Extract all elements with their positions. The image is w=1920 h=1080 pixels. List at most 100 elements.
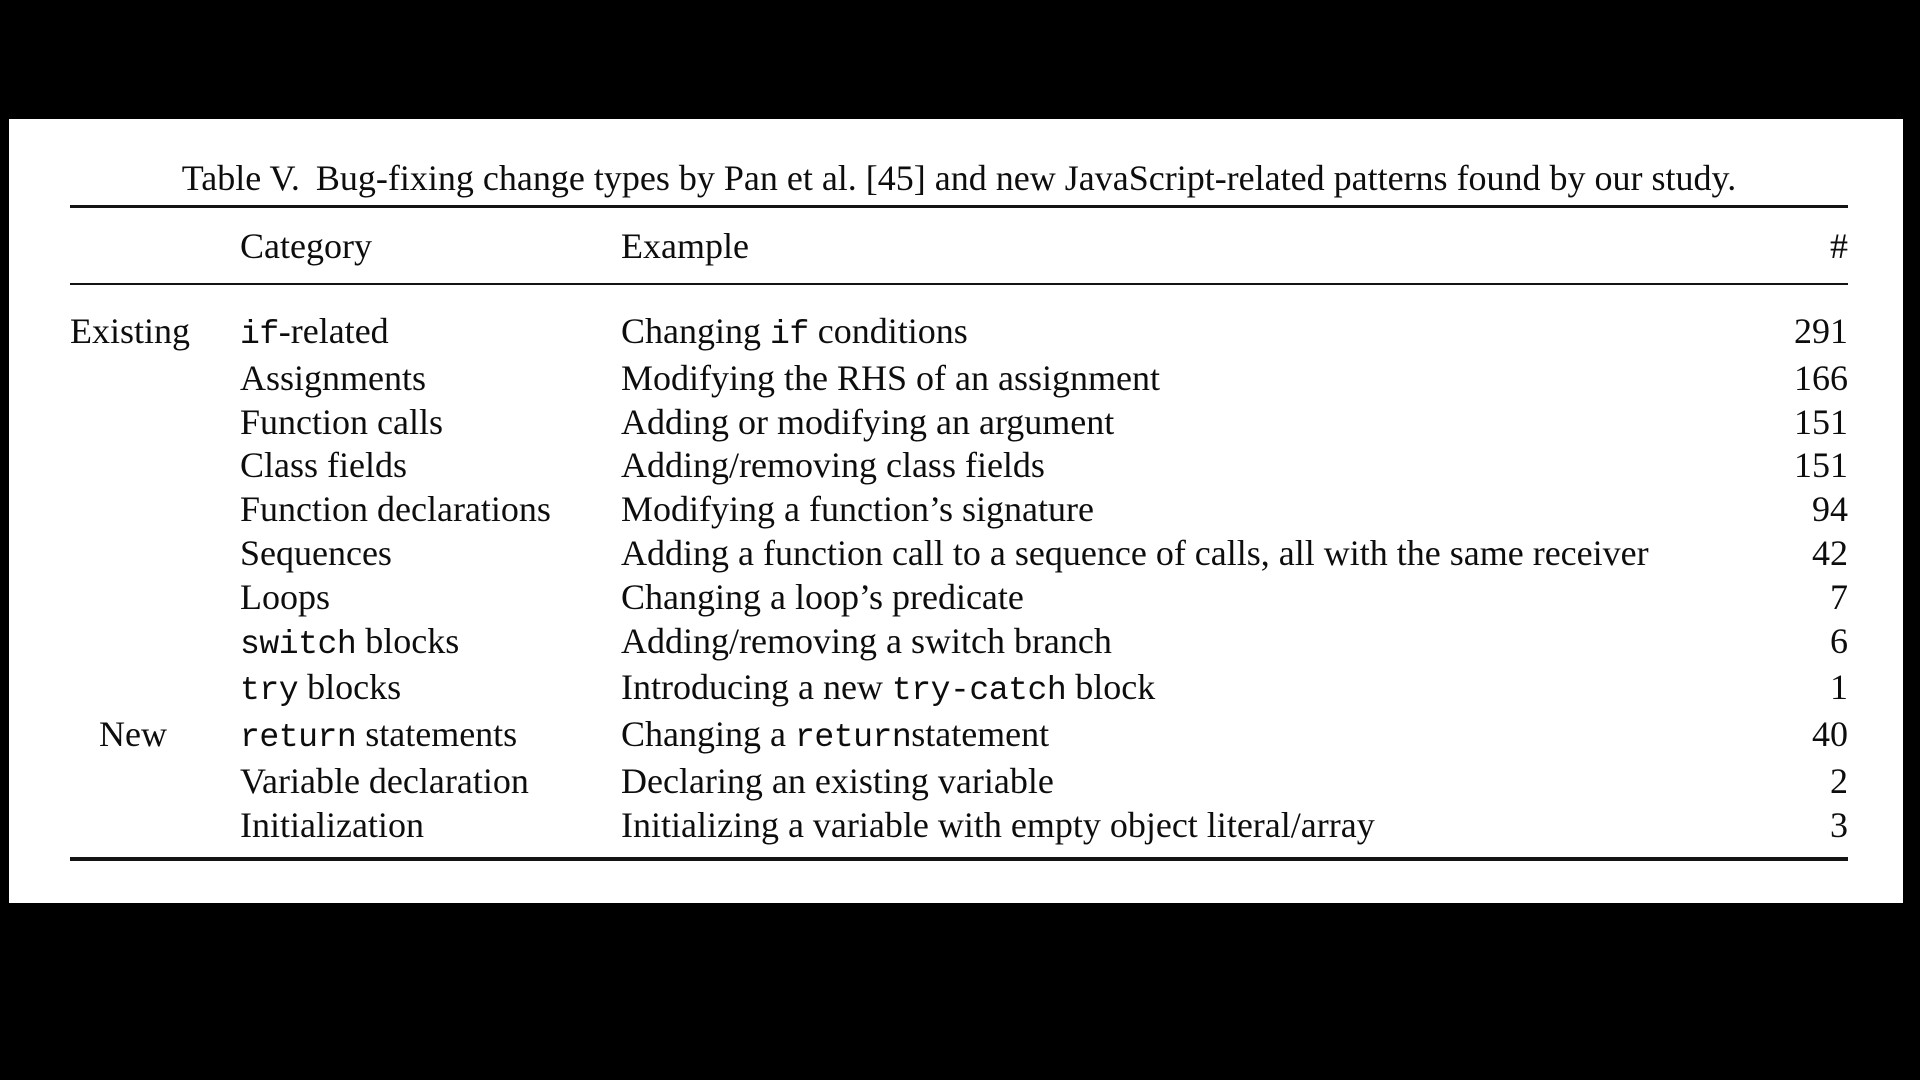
count-cell: 6: [1830, 620, 1848, 661]
plain-text: statement: [911, 714, 1050, 755]
count-cell: 7: [1830, 576, 1848, 617]
group-cell: New: [99, 714, 167, 755]
plain-text: Variable declaration: [240, 760, 529, 801]
plain-text: Changing: [621, 311, 770, 351]
code-text: try-catch: [891, 671, 1067, 710]
table-row: Class fields Adding/removing class fields…: [70, 444, 1848, 488]
bottom-rule: [70, 856, 1848, 861]
caption-label: Table V.: [181, 158, 300, 198]
paper-table-figure: Table V. Bug-fixing change types by Pan e…: [9, 119, 1903, 903]
code-text: if: [770, 315, 809, 353]
plain-text: -related: [278, 311, 389, 351]
code-text: return: [794, 718, 912, 757]
plain-text: Loops: [240, 576, 330, 617]
example-cell: Changing a returnstatement: [621, 713, 1758, 760]
plain-text: Adding/removing a switch branch: [621, 620, 1112, 661]
plain-text: Introducing a new: [621, 667, 892, 708]
group-cell: [70, 532, 240, 576]
plain-text: Initializing a variable with empty objec…: [621, 804, 1375, 845]
count-cell: 42: [1812, 532, 1848, 573]
count-cell: 3: [1830, 804, 1848, 845]
table-header-row: Category Example #: [70, 208, 1848, 283]
caption-text: Bug-fixing change types by Pan et al. [4…: [315, 158, 1737, 198]
code-text: return: [240, 718, 357, 757]
group-cell: [70, 401, 240, 445]
plain-text: Changing a loop’s predicate: [621, 576, 1024, 617]
code-text: switch: [240, 624, 357, 663]
group-cell: [70, 804, 240, 848]
group-cell: [70, 576, 240, 620]
plain-text: block: [1066, 667, 1156, 708]
category-cell: Loops: [240, 576, 621, 620]
code-text: try: [240, 671, 299, 710]
plain-text: Modifying a function’s signature: [621, 489, 1094, 530]
count-column-header: #: [1830, 225, 1848, 266]
plain-text: Class fields: [240, 445, 407, 486]
count-cell: 166: [1794, 357, 1848, 398]
category-cell: if-related: [240, 310, 621, 357]
plain-text: Assignments: [240, 357, 427, 398]
category-cell: Function calls: [240, 401, 621, 445]
plain-text: Adding a function call to a sequence of …: [621, 532, 1649, 573]
example-cell: Modifying the RHS of an assignment: [621, 357, 1758, 401]
plain-text: conditions: [808, 311, 968, 351]
plain-text: statements: [356, 714, 518, 755]
group-cell: [70, 666, 240, 713]
table-row: Variable declaration Declaring an existin…: [70, 760, 1848, 804]
group-cell: [70, 620, 240, 667]
plain-text: blocks: [356, 620, 460, 661]
example-cell: Adding or modifying an argument: [621, 401, 1758, 445]
example-column-header: Example: [621, 225, 749, 266]
table-row: Function declarations Modifying a functio…: [70, 488, 1848, 532]
example-cell: Modifying a function’s signature: [621, 488, 1758, 532]
group-cell: [70, 444, 240, 488]
plain-text: Function declarations: [240, 489, 551, 530]
count-cell: 291: [1794, 311, 1848, 351]
table-caption: Table V. Bug-fixing change types by Pan e…: [70, 153, 1848, 203]
table-row: Function calls Adding or modifying an arg…: [70, 401, 1848, 445]
group-cell: [70, 760, 240, 804]
example-cell: Introducing a new try-catch block: [621, 666, 1758, 713]
plain-text: Adding or modifying an argument: [621, 401, 1115, 442]
plain-text: blocks: [298, 667, 402, 708]
count-cell: 94: [1812, 489, 1848, 530]
count-cell: 151: [1794, 401, 1848, 442]
plain-text: Declaring an existing variable: [621, 760, 1054, 801]
category-cell: Function declarations: [240, 488, 621, 532]
example-cell: Adding/removing class fields: [621, 444, 1758, 488]
count-cell: 40: [1812, 714, 1848, 755]
group-cell: [70, 357, 240, 401]
category-cell: Assignments: [240, 357, 621, 401]
category-cell: switch blocks: [240, 620, 621, 667]
table-row: Loops Changing a loop’s predicate 7: [70, 576, 1848, 620]
example-cell: Changing if conditions: [621, 310, 1758, 357]
category-column-header: Category: [240, 225, 372, 266]
group-cell: [70, 488, 240, 532]
example-cell: Adding a function call to a sequence of …: [621, 532, 1758, 576]
example-cell: Adding/removing a switch branch: [621, 620, 1758, 667]
example-cell: Changing a loop’s predicate: [621, 576, 1758, 620]
plain-text: Adding/removing class fields: [621, 445, 1045, 486]
category-cell: try blocks: [240, 666, 621, 713]
table-row: Assignments Modifying the RHS of an assig…: [70, 357, 1848, 401]
plain-text: Modifying the RHS of an assignment: [621, 357, 1160, 398]
count-cell: 151: [1794, 445, 1848, 486]
category-cell: Initialization: [240, 804, 621, 848]
header-rule: [70, 283, 1848, 285]
count-cell: 1: [1830, 667, 1848, 708]
category-cell: Variable declaration: [240, 760, 621, 804]
example-cell: Initializing a variable with empty objec…: [621, 804, 1758, 848]
plain-text: Changing a: [621, 714, 795, 755]
category-cell: return statements: [240, 713, 621, 760]
plain-text: Function calls: [240, 401, 443, 442]
category-cell: Class fields: [240, 444, 621, 488]
top-rule: [70, 205, 1848, 208]
example-cell: Declaring an existing variable: [621, 760, 1758, 804]
